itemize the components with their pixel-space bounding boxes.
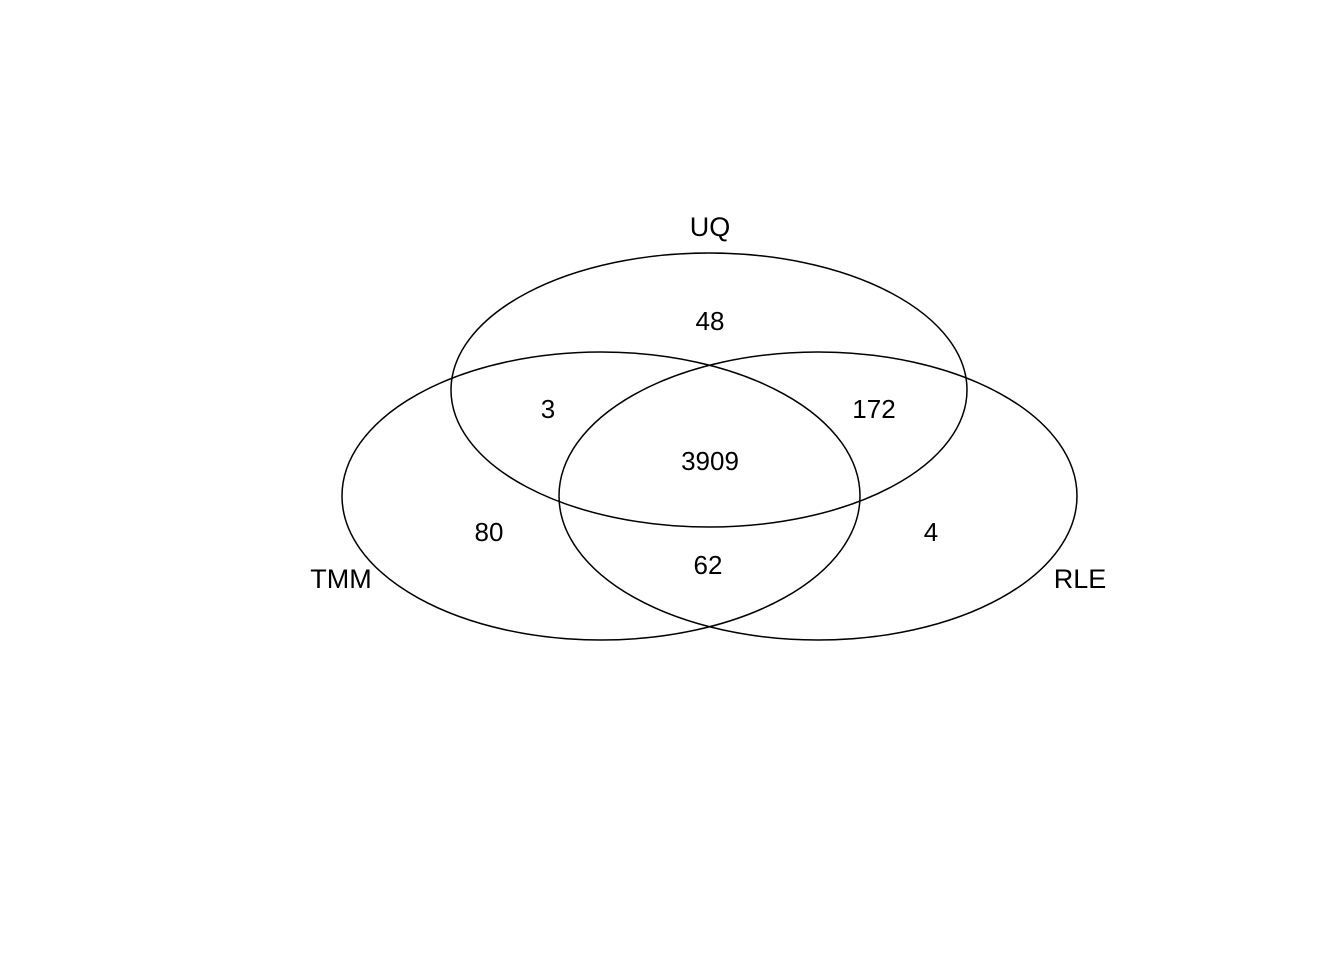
region-tmm-only-value: 80	[475, 517, 504, 547]
tmm-set-label: TMM	[310, 564, 371, 594]
region-uq-rle-value: 172	[852, 394, 895, 424]
rle-set-label: RLE	[1054, 564, 1107, 594]
region-rle-only-value: 4	[924, 517, 938, 547]
rle-set-ellipse	[558, 351, 1078, 641]
region-tmm-rle-value: 62	[694, 550, 723, 580]
tmm-set-ellipse	[341, 351, 861, 641]
uq-set-ellipse	[450, 252, 968, 528]
region-uq-tmm-value: 3	[541, 394, 555, 424]
region-uq-only-value: 48	[696, 306, 725, 336]
uq-set-label: UQ	[690, 212, 731, 242]
region-all-sets-value: 3909	[681, 446, 739, 476]
